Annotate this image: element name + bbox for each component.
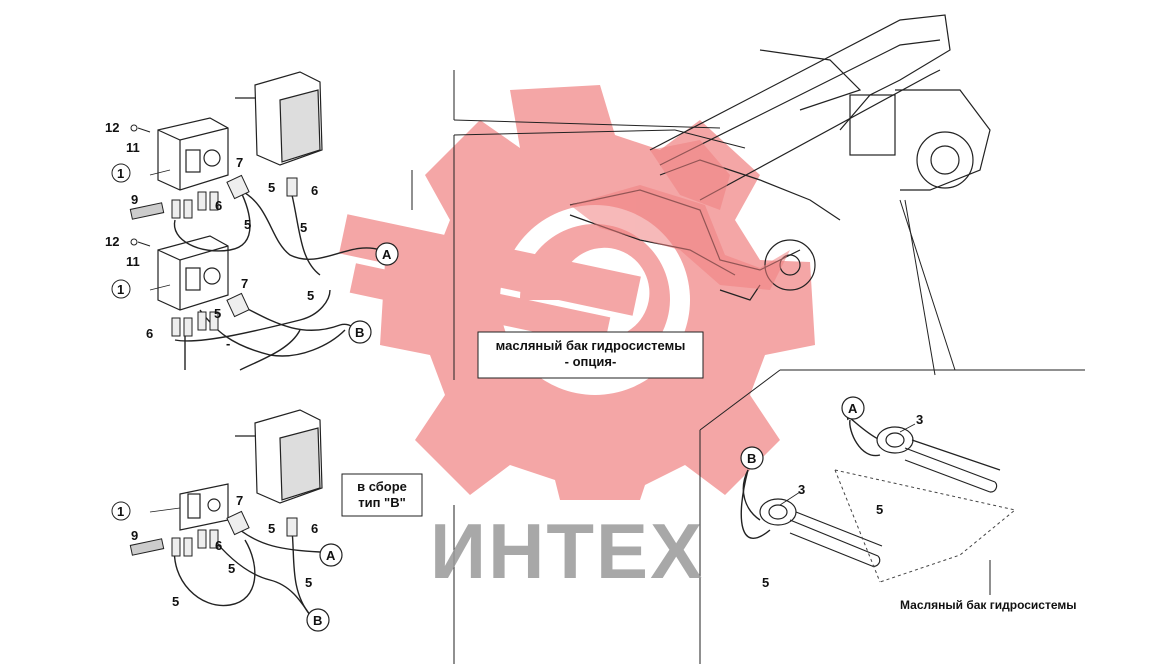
connector-a-bottom: A <box>319 543 343 567</box>
part-label-9: 9 <box>131 192 138 207</box>
part-label-9: 9 <box>131 528 138 543</box>
circled-label-1-lower: 1 <box>111 501 131 521</box>
part-label-12: 12 <box>105 234 119 249</box>
lamp-housing-top <box>235 71 323 166</box>
circled-label-1-middle: 1 <box>111 279 131 299</box>
part-label-5: 5 <box>268 521 275 536</box>
assembly-type-box <box>341 473 423 517</box>
svg-text:1: 1 <box>117 282 124 297</box>
part-label-6: 6 <box>311 183 318 198</box>
junction-box-top-lower <box>157 235 229 311</box>
svg-text:B: B <box>747 451 756 466</box>
circled-label-1-upper: 1 <box>111 163 131 183</box>
nameplates <box>129 202 165 556</box>
connector-b-element: B <box>740 446 764 470</box>
assembly-type-callout: в сборе тип "В" <box>342 479 422 511</box>
part-label-5: 5 <box>214 306 221 321</box>
part-label-5: 5 <box>307 288 314 303</box>
heating-element-b <box>759 498 883 567</box>
oil-tank-option-line2: - опция- <box>564 354 617 369</box>
oil-tank-option-line1: масляный бак гидросистемы <box>495 338 686 353</box>
oil-tank-option-box <box>477 331 704 379</box>
svg-text:1: 1 <box>117 504 124 519</box>
lamp-housing-bottom <box>235 409 323 504</box>
frame-lines <box>411 70 1085 664</box>
part-label-12: 12 <box>105 120 119 135</box>
assembly-type-line2: тип "В" <box>358 495 406 510</box>
part-label-5: 5 <box>268 180 275 195</box>
junction-box-top-upper <box>157 117 229 191</box>
junction-box-bottom <box>179 483 229 531</box>
part-label-6: 6 <box>215 538 222 553</box>
heating-element-a <box>876 426 1001 493</box>
part-label-11: 11 <box>126 254 140 269</box>
svg-text:1: 1 <box>117 166 124 181</box>
part-label-7: 7 <box>236 493 243 508</box>
svg-text:B: B <box>313 613 322 628</box>
part-label-5: 5 <box>244 217 251 232</box>
part-label-3: 3 <box>916 412 923 427</box>
svg-text:A: A <box>848 401 858 416</box>
svg-text:A: A <box>382 247 392 262</box>
part-label-6: 6 <box>146 326 153 341</box>
watermark-brand: ИНТЕХ <box>430 507 704 595</box>
connector-a-top: A <box>375 242 399 266</box>
connector-b-top: B <box>348 320 372 344</box>
dash-mark: - <box>226 336 230 351</box>
svg-text:B: B <box>355 325 364 340</box>
part-label-5: 5 <box>228 561 235 576</box>
part-label-5: 5 <box>876 502 883 517</box>
leader-lines <box>149 169 916 513</box>
part-label-5: 5 <box>305 575 312 590</box>
part-label-7: 7 <box>241 276 248 291</box>
part-label-5: 5 <box>762 575 769 590</box>
part-label-11: 11 <box>126 140 140 155</box>
part-label-3: 3 <box>798 482 805 497</box>
part-label-5: 5 <box>300 220 307 235</box>
part-label-6: 6 <box>215 198 222 213</box>
svg-text:A: A <box>326 548 336 563</box>
oil-tank-bottom-label: Масляный бак гидросистемы <box>900 598 1077 612</box>
oil-tank-option-callout: масляный бак гидросистемы - опция- <box>478 338 703 370</box>
connector-a-element: A <box>841 396 865 420</box>
part-label-5: 5 <box>172 594 179 609</box>
connector-b-bottom: B <box>306 608 330 632</box>
machine-highlight <box>570 140 790 290</box>
bolts <box>130 124 151 247</box>
part-label-6: 6 <box>311 521 318 536</box>
part-label-7: 7 <box>236 155 243 170</box>
cable-glands <box>171 174 298 557</box>
assembly-type-line1: в сборе <box>357 479 407 494</box>
tank-outline <box>834 469 1017 583</box>
